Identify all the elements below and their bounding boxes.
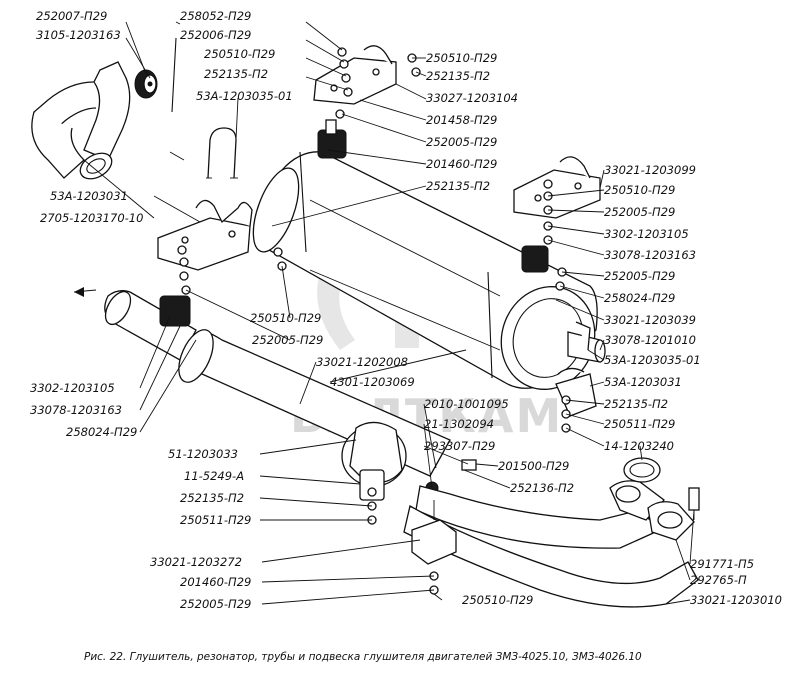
label-293307-p29: 293307-П29 bbox=[424, 439, 495, 453]
parts-drawing bbox=[31, 37, 700, 608]
label-33021-1203099: 33021-1203099 bbox=[604, 163, 696, 177]
label-250510-p29-e: 250510-П29 bbox=[462, 593, 533, 607]
hanger-right bbox=[555, 367, 597, 417]
label-250511-p29-a: 250511-П29 bbox=[604, 417, 675, 431]
bracket-left bbox=[157, 199, 253, 271]
front-bent-pipe bbox=[31, 61, 131, 180]
label-252136-p2: 252136-П2 bbox=[510, 481, 574, 495]
label-252135-p2-e: 252135-П2 bbox=[180, 491, 244, 505]
label-292765-p: 292765-П bbox=[690, 573, 747, 587]
callout-labels: 252007-П29 3105-1203163 258052-П29 25200… bbox=[30, 9, 782, 611]
label-33021-1202008: 33021-1202008 bbox=[316, 355, 408, 369]
label-53a-1203035-01-a: 53А-1203035-01 bbox=[196, 89, 293, 103]
label-2705-1203170-10: 2705-1203170-10 bbox=[40, 211, 143, 225]
label-250510-p29-d: 250510-П29 bbox=[250, 311, 321, 325]
label-33021-1203010: 33021-1203010 bbox=[690, 593, 782, 607]
main-muffler bbox=[252, 151, 606, 390]
washers-left bbox=[177, 245, 377, 525]
label-252005-p29-a: 252005-П29 bbox=[426, 135, 497, 149]
label-250510-p29-a: 250510-П29 bbox=[204, 47, 275, 61]
label-258024-p29-b: 258024-П29 bbox=[66, 425, 137, 439]
leader-lines bbox=[83, 21, 695, 605]
label-3302-1203105-b: 3302-1203105 bbox=[30, 381, 115, 395]
label-201460-p29-b: 201460-П29 bbox=[180, 575, 251, 589]
label-33078-1201010: 33078-1201010 bbox=[604, 333, 696, 347]
label-201500-p29: 201500-П29 bbox=[498, 459, 569, 473]
label-252007-p29: 252007-П29 bbox=[36, 9, 107, 23]
front-down-pipe bbox=[403, 457, 700, 608]
label-252135-p2-a: 252135-П2 bbox=[204, 67, 268, 81]
label-250510-p29-b: 250510-П29 bbox=[426, 51, 497, 65]
label-21-1302094: 21-1302094 bbox=[424, 417, 494, 431]
label-291771-p5: 291771-П5 bbox=[690, 557, 754, 571]
figure-caption: Рис. 22. Глушитель, резонатор, трубы и п… bbox=[84, 651, 642, 663]
label-258052-p29: 258052-П29 bbox=[180, 9, 251, 23]
label-252135-p2-d: 252135-П2 bbox=[604, 397, 668, 411]
label-250510-p29-c: 250510-П29 bbox=[604, 183, 675, 197]
label-201458-p29: 201458-П29 bbox=[426, 113, 497, 127]
label-250511-p29-b: 250511-П29 bbox=[180, 513, 251, 527]
label-11-5249-a: 11-5249-А bbox=[184, 469, 244, 483]
rubber-cushion-top bbox=[134, 69, 158, 99]
label-201460-p29-a: 201460-П29 bbox=[426, 157, 497, 171]
label-252135-p2-b: 252135-П2 bbox=[426, 69, 490, 83]
label-252005-p29-d: 252005-П29 bbox=[252, 333, 323, 347]
u-bolt-upper bbox=[206, 127, 238, 179]
label-3105-1203163: 3105-1203163 bbox=[36, 28, 121, 42]
label-33078-1203163-a: 33078-1203163 bbox=[604, 248, 696, 262]
label-33021-1203039: 33021-1203039 bbox=[604, 313, 696, 327]
label-4301-1203069: 4301-1203069 bbox=[330, 375, 415, 389]
label-3302-1203105-a: 3302-1203105 bbox=[604, 227, 689, 241]
label-14-1203240: 14-1203240 bbox=[604, 439, 674, 453]
bracket-right bbox=[513, 156, 601, 273]
label-33027-1203104: 33027-1203104 bbox=[426, 91, 518, 105]
label-51-1203033: 51-1203033 bbox=[168, 447, 238, 461]
label-252135-p2-c: 252135-П2 bbox=[426, 179, 490, 193]
label-252005-p29-b: 252005-П29 bbox=[604, 205, 675, 219]
label-53a-1203035-01-b: 53А-1203035-01 bbox=[604, 353, 701, 367]
label-33021-1203272: 33021-1203272 bbox=[150, 555, 242, 569]
label-2010-1001095: 2010-1001095 bbox=[424, 397, 509, 411]
bracket-top bbox=[313, 45, 397, 159]
label-252006-p29: 252006-П29 bbox=[180, 28, 251, 42]
washers-top bbox=[335, 47, 421, 119]
label-252005-p29-e: 252005-П29 bbox=[180, 597, 251, 611]
label-53a-1203031-b: 53А-1203031 bbox=[604, 375, 682, 389]
label-53a-1203031-a: 53А-1203031 bbox=[50, 189, 128, 203]
label-258024-p29-a: 258024-П29 bbox=[604, 291, 675, 305]
label-33078-1203163-b: 33078-1203163 bbox=[30, 403, 122, 417]
label-252005-p29-c: 252005-П29 bbox=[604, 269, 675, 283]
